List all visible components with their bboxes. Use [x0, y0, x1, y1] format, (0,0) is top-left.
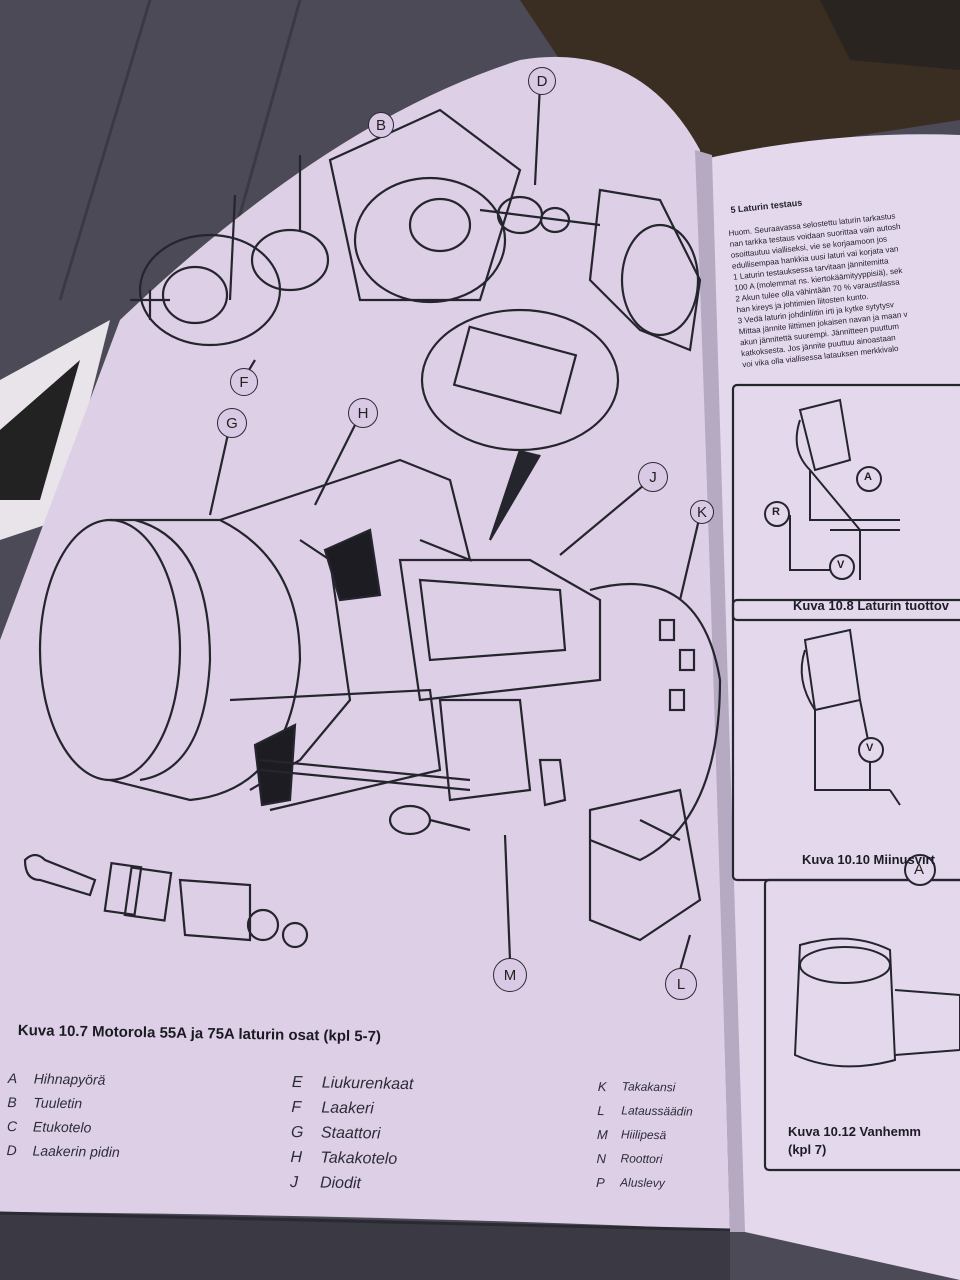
- meter-label-a: A: [864, 471, 872, 483]
- legend-item: J Diodit: [290, 1170, 412, 1197]
- meter-label-r: R: [772, 506, 780, 518]
- section-body: Huom. Seuraavassa selostettu laturin tar…: [728, 210, 914, 370]
- legend-key: G: [290, 1123, 304, 1141]
- legend-key: E: [291, 1073, 303, 1091]
- legend-key: J: [289, 1173, 299, 1191]
- legend-label: Etukotelo: [32, 1118, 92, 1136]
- legend-item: G Staattori: [291, 1120, 413, 1147]
- legend-label: Diodit: [319, 1174, 362, 1192]
- legend-item: E Liukurenkaat: [292, 1070, 414, 1097]
- legend-label: Laakeri: [321, 1099, 374, 1117]
- legend-item: F Laakeri: [291, 1095, 413, 1122]
- legend-label: Hihnapyörä: [33, 1070, 106, 1088]
- legend-item: D Laakerin pidin: [6, 1138, 120, 1164]
- legend-key: F: [291, 1098, 302, 1116]
- figure-caption-10-10: Kuva 10.10 Miinusvirt: [802, 852, 935, 867]
- callout-a: A: [914, 861, 925, 878]
- legend-key: P: [595, 1174, 605, 1190]
- legend-column-3: K Takakansi L Lataussäädin M Hiilipesä N Roo…: [596, 1074, 693, 1196]
- legend-label: Lataussäädin: [621, 1103, 693, 1119]
- legend-key: L: [597, 1102, 605, 1118]
- legend-item: L Lataussäädin: [597, 1098, 693, 1124]
- legend-item: C Etukotelo: [7, 1114, 121, 1140]
- legend-key: B: [7, 1093, 17, 1111]
- legend-label: Hiilipesä: [620, 1127, 667, 1143]
- legend-label: Roottori: [620, 1151, 663, 1167]
- callout-g: G: [217, 408, 247, 438]
- meter-label-v: V: [837, 559, 845, 571]
- legend-key: C: [6, 1117, 18, 1135]
- legend-item: K Takakansi: [598, 1074, 694, 1100]
- legend-item: P Aluslevy: [596, 1170, 692, 1196]
- legend-item: M Hiilipesä: [597, 1122, 693, 1148]
- callout-m: M: [493, 958, 527, 992]
- legend-key: A: [7, 1069, 18, 1087]
- meter-label-v2: V: [866, 742, 874, 754]
- callout-h: H: [348, 398, 378, 428]
- legend-label: Staattori: [320, 1124, 381, 1143]
- legend-label: Takakotelo: [320, 1149, 398, 1168]
- legend-item: N Roottori: [596, 1146, 692, 1172]
- legend-column-2: E Liukurenkaat F Laakeri G Staattori H Takak…: [290, 1070, 414, 1197]
- figure-caption-10-12: Kuva 10.12 Vanhemm: [788, 1124, 921, 1139]
- legend-label: Aluslevy: [619, 1175, 665, 1191]
- legend-key: H: [290, 1148, 303, 1166]
- legend-item: H Takakotelo: [290, 1145, 412, 1172]
- legend-label: Takakansi: [621, 1079, 676, 1095]
- callout-l: L: [665, 968, 697, 1000]
- figure-caption-10-12-sub: (kpl 7): [788, 1142, 827, 1157]
- callout-j: J: [638, 462, 668, 492]
- legend-key: D: [6, 1141, 17, 1159]
- alternator-drawing: [23, 84, 722, 971]
- legend-label: Liukurenkaat: [321, 1074, 414, 1093]
- legend-key: N: [596, 1150, 607, 1166]
- callout-b: B: [368, 112, 394, 138]
- right-page-diagrams: [731, 383, 960, 1172]
- callout-f: F: [230, 368, 258, 396]
- callout-d: D: [528, 67, 556, 95]
- legend-key: M: [596, 1126, 608, 1142]
- legend-column-1: A Hihnapyörä B Tuuletin C Etukotelo D Laaker…: [6, 1066, 121, 1164]
- legend-key: K: [597, 1078, 607, 1094]
- legend-label: Tuuletin: [33, 1094, 83, 1112]
- legend-item: B Tuuletin: [7, 1090, 121, 1116]
- callout-k: K: [690, 500, 714, 524]
- legend-label: Laakerin pidin: [32, 1142, 120, 1160]
- figure-caption-10-8: Kuva 10.8 Laturin tuottov: [793, 598, 950, 613]
- legend-item: A Hihnapyörä: [8, 1066, 122, 1092]
